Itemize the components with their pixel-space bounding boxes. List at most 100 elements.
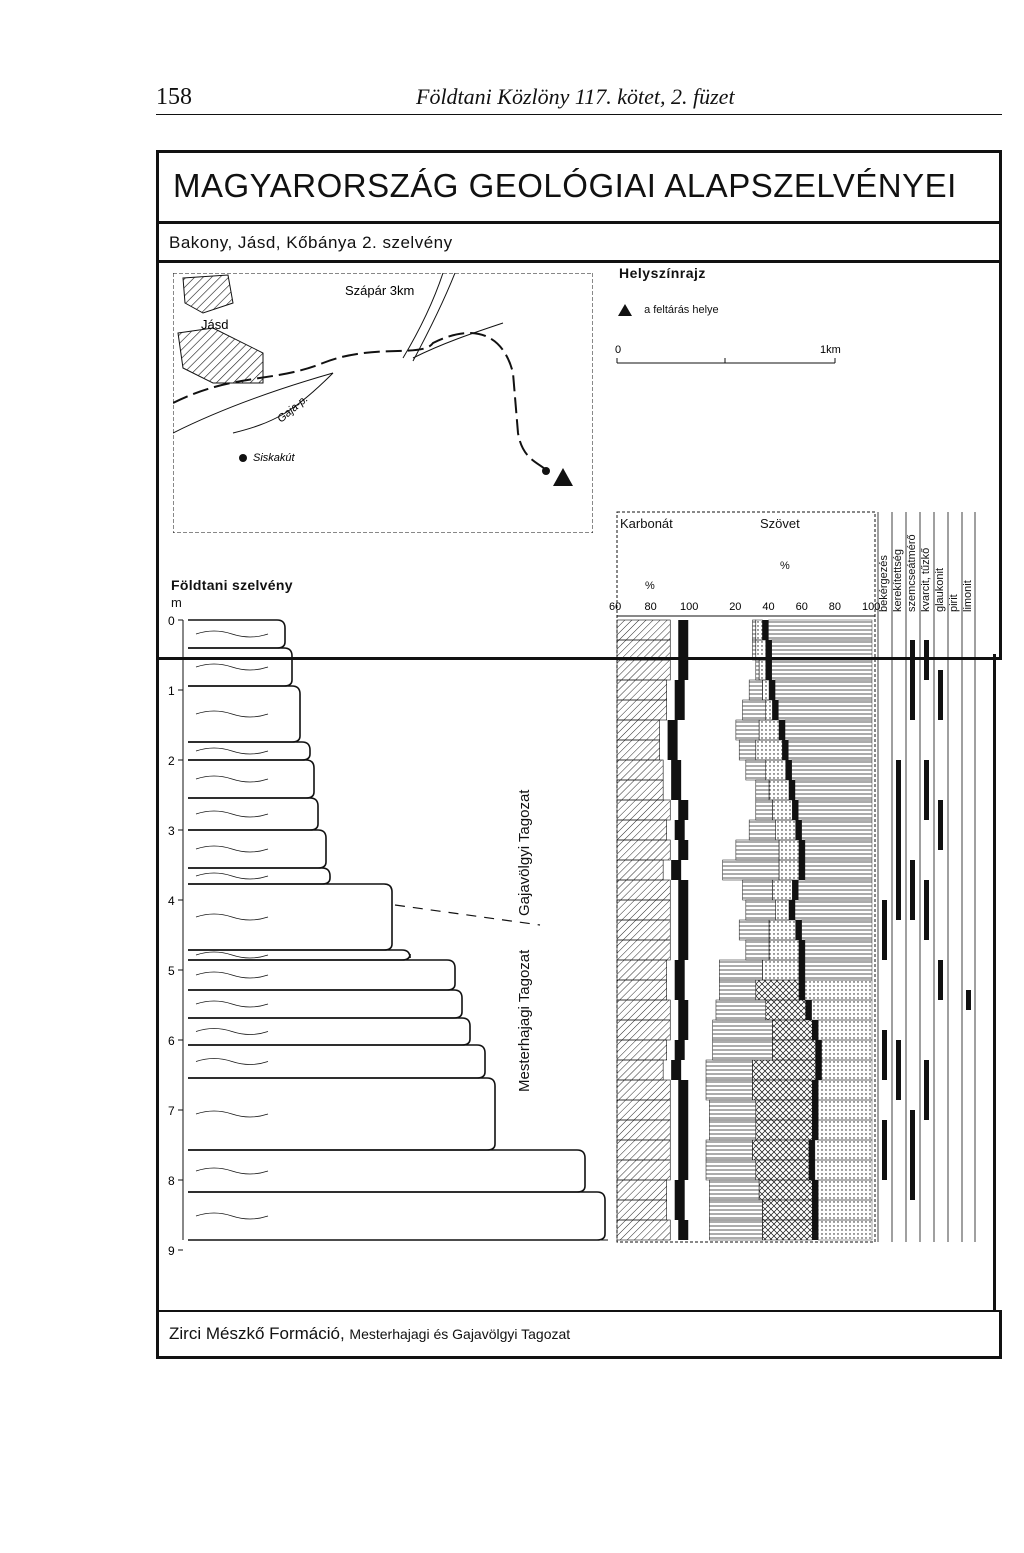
bed-texture: [195, 913, 269, 921]
texture-matrix: [821, 1059, 873, 1081]
texture-dark: [779, 720, 786, 740]
texture-micrite: [735, 719, 760, 741]
texture-micrite: [738, 739, 757, 761]
bed-texture: [195, 747, 269, 755]
texture-matrix: [811, 999, 873, 1021]
texture-grains: [758, 659, 767, 681]
carbonate-noncarb-bar: [671, 760, 682, 780]
texture-dark: [765, 660, 772, 680]
texture-micrite: [755, 659, 760, 681]
bed-texture: [195, 775, 269, 783]
texture-dark: [772, 700, 779, 720]
texture-matrix: [791, 759, 873, 781]
carbonate-noncarb-bar: [671, 1060, 682, 1080]
texture-grains: [762, 1199, 813, 1221]
frame-side: [156, 654, 159, 1310]
bed: [188, 1077, 496, 1151]
texture-grains: [762, 959, 800, 981]
texture-dark: [808, 1160, 815, 1180]
texture-dark: [789, 780, 795, 800]
texture-dark: [792, 800, 799, 820]
depth-tick-label: 9: [168, 1244, 175, 1258]
carbonate-bar: [616, 939, 671, 961]
texture-matrix: [801, 919, 873, 941]
texture-micrite: [715, 999, 767, 1021]
depth-unit: m: [171, 595, 182, 610]
carbonate-noncarb-bar: [674, 1180, 685, 1200]
carbonate-noncarb-bar: [674, 680, 685, 700]
bed: [188, 1017, 471, 1046]
section-point: [542, 467, 550, 475]
texture-matrix: [794, 779, 873, 801]
bed: [188, 959, 456, 991]
carbonate-noncarb-bar: [674, 980, 685, 1000]
texture-grains: [765, 699, 773, 721]
bed-texture: [195, 810, 269, 818]
texture-grains: [755, 739, 783, 761]
place-szapar: Szápár 3km: [345, 283, 414, 298]
texture-dark: [812, 1200, 819, 1220]
carbonate-bar: [616, 1119, 671, 1141]
carbonate-bar: [616, 659, 671, 681]
formation-name: Zirci Mészkő Formáció, Mesterhajagi és G…: [169, 1324, 570, 1344]
carbonate-noncarb-bar: [678, 660, 689, 680]
section-heading: Földtani szelvény: [171, 577, 293, 593]
carbonate-bar: [616, 1179, 668, 1201]
bed-texture: [195, 1028, 269, 1035]
figure-frame: MAGYARORSZÁG GEOLÓGIAI ALAPSZELVÉNYEI Ba…: [156, 150, 1002, 660]
bed-texture: [195, 1167, 269, 1175]
depth-tick-label: 4: [168, 894, 175, 908]
road-east: [412, 322, 504, 359]
bed: [188, 867, 331, 885]
texture-grains: [755, 619, 763, 641]
carbonate-bar: [616, 719, 660, 741]
carbonate-bar: [616, 639, 671, 661]
bed-texture: [195, 951, 269, 959]
bed-texture: [195, 1110, 269, 1118]
column-mark: [896, 1040, 901, 1100]
texture-dark: [815, 1060, 822, 1080]
carbonate-bar: [616, 999, 671, 1021]
carbonate-noncarb-bar: [671, 780, 682, 800]
member-mesterhajagi: Mesterhajagi Tagozat: [516, 949, 533, 1092]
texture-grains: [755, 1099, 813, 1121]
texture-dark: [812, 1080, 819, 1100]
texture-micrite: [705, 1079, 753, 1101]
bed-texture: [195, 1212, 269, 1220]
bed: [188, 797, 319, 831]
column-mark: [924, 640, 929, 680]
bed-texture: [195, 1000, 269, 1008]
bed: [188, 647, 293, 687]
column-mark: [938, 960, 943, 1000]
carbonate-noncarb-bar: [674, 1200, 685, 1220]
column-mark: [924, 880, 929, 940]
texture-matrix: [801, 819, 873, 841]
village-block: [177, 327, 264, 384]
texture-grains: [755, 639, 767, 661]
carbonate-bar: [616, 759, 664, 781]
carbonate-noncarb-bar: [678, 800, 689, 820]
village-block: [182, 274, 234, 314]
texture-micrite: [705, 1159, 757, 1181]
texture-matrix: [798, 799, 873, 821]
carbonate-bar: [616, 739, 660, 761]
column-mark: [882, 900, 887, 960]
carbonate-noncarb-bar: [674, 820, 685, 840]
bed: [188, 1149, 586, 1193]
bed: [188, 883, 393, 951]
column-mark: [896, 760, 901, 920]
texture-matrix: [771, 659, 873, 681]
texture-heading: Szövet: [760, 516, 800, 531]
carbonate-noncarb-bar: [678, 880, 689, 900]
texture-grains: [758, 1179, 813, 1201]
carbonate-bar: [616, 1079, 671, 1101]
texture-grains: [768, 779, 790, 801]
texture-dark: [795, 920, 802, 940]
carbonate-tick-label: 100: [680, 601, 698, 613]
texture-dark: [798, 980, 805, 1000]
texture-matrix: [818, 1099, 873, 1121]
carbonate-bar: [616, 819, 668, 841]
carbonate-bar: [616, 779, 664, 801]
column-header: kerekítettség: [892, 549, 904, 612]
